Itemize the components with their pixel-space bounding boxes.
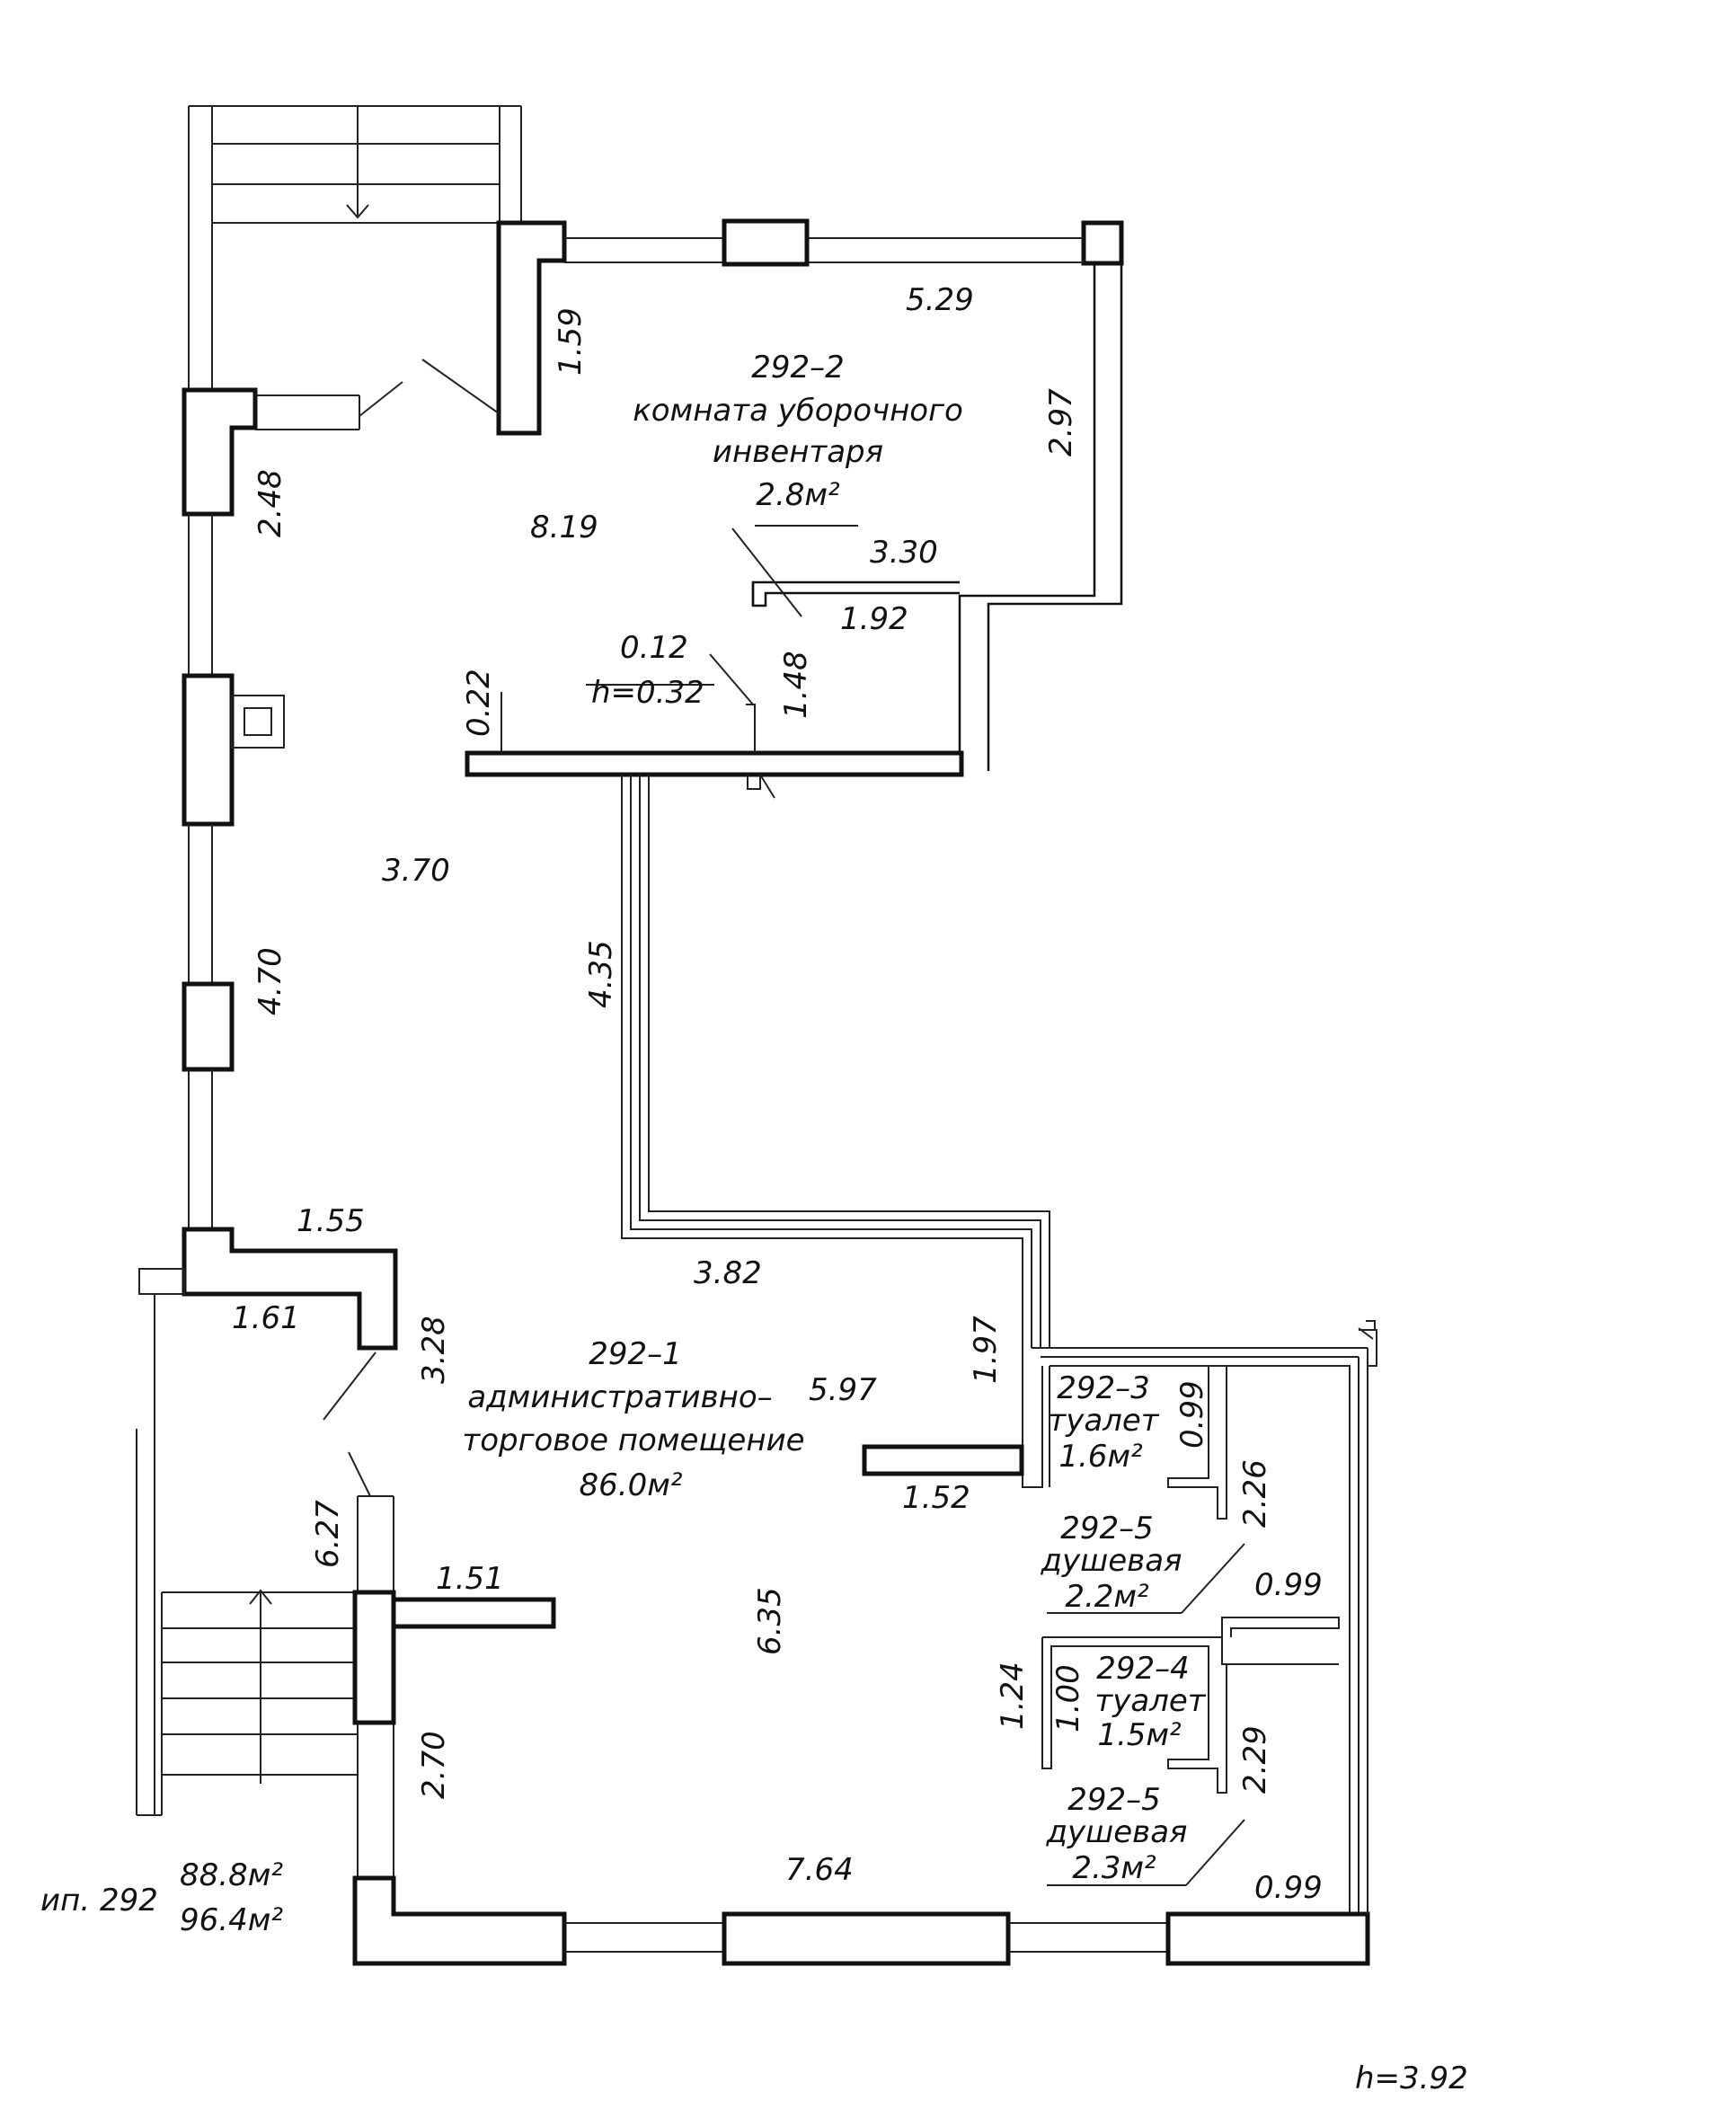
main-room-partitions: [391, 1366, 1050, 1629]
room-name: душевая: [1046, 1814, 1188, 1850]
leader-lines: [586, 525, 1245, 1886]
room-292-3-label: 292–3 туалет 1.6м²: [1048, 1370, 1159, 1475]
total-area-2: 96.4м²: [180, 1902, 283, 1938]
room-292-2-walls: [496, 218, 1124, 771]
vertical-dimension-labels: 1.59 2.97 2.48 1.48 0.22 4.70 4.35 3.28 …: [252, 307, 1273, 1799]
dim-label: 0.99: [1254, 1567, 1323, 1603]
top-staircase: [188, 105, 522, 395]
area-summary: ип. 292 88.8м² 96.4м²: [40, 1857, 283, 1938]
dim-label: 4.35: [583, 940, 619, 1008]
lower-left-wall-stairs: [136, 1294, 396, 1878]
dim-label: 2.97: [1043, 388, 1079, 456]
dim-label: 0.22: [461, 669, 497, 737]
dim-label: 6.35: [752, 1587, 788, 1655]
dim-label: 2.70: [416, 1731, 452, 1799]
dim-label: 3.70: [382, 853, 450, 889]
dim-label: 1.52: [902, 1480, 970, 1516]
room-292-4-label: 292–4 туалет 1.5м²: [1094, 1651, 1206, 1753]
room-name-line1: административно–: [467, 1379, 772, 1415]
room-id: 292–3: [1057, 1370, 1150, 1406]
dim-label: h=0.32: [591, 675, 704, 711]
room-area: 2.3м²: [1072, 1850, 1156, 1886]
dim-label: 5.97: [809, 1372, 877, 1408]
dim-label: 1.48: [778, 651, 814, 719]
dim-label: 0.12: [620, 630, 688, 666]
dimension-labels: 5.29 8.19 3.30 1.92 0.12 h=0.32 3.70 1.5…: [232, 282, 1323, 1906]
dim-label: 2.29: [1237, 1725, 1273, 1794]
room-area: 1.5м²: [1097, 1717, 1182, 1753]
room-name-line2: торговое помещение: [462, 1422, 804, 1458]
dim-label: 3.28: [416, 1316, 452, 1384]
room-292-2-label: 292–2 комната уборочного инвентаря 2.8м²: [633, 350, 963, 513]
room-area: 86.0м²: [580, 1467, 683, 1503]
dim-label: 3.82: [694, 1255, 762, 1291]
dim-label: 6.27: [310, 1500, 346, 1568]
room-name-line1: комната уборочного: [633, 393, 963, 429]
dim-label: 2.48: [252, 469, 288, 537]
room-id: 292–5: [1067, 1782, 1161, 1818]
room-name: душевая: [1041, 1543, 1182, 1579]
room-id: 292–1: [589, 1336, 682, 1372]
room-name: туалет: [1048, 1403, 1159, 1439]
dim-label: 8.19: [530, 510, 598, 545]
dim-label: 1.59: [553, 307, 589, 376]
room-area: 1.6м²: [1058, 1439, 1143, 1475]
unit-label: ип. 292: [40, 1883, 158, 1919]
dim-label: 1.61: [232, 1300, 300, 1336]
dim-label: 1.00: [1050, 1664, 1086, 1733]
bathroom-partitions: [1041, 1366, 1340, 1794]
total-area-1: 88.8м²: [180, 1857, 283, 1893]
dim-label: 1.51: [436, 1561, 504, 1597]
dim-label: 1.24: [995, 1662, 1031, 1730]
dim-label: 1.97: [968, 1316, 1004, 1384]
dim-label: 1.55: [297, 1203, 365, 1239]
room-id: 292–5: [1060, 1511, 1154, 1546]
dim-label: 3.30: [870, 535, 938, 571]
ceiling-height: h=3.92: [1355, 2060, 1468, 2096]
dim-label: 1.92: [840, 601, 908, 637]
dim-label: 0.99: [1254, 1870, 1323, 1906]
dim-label: 5.29: [906, 282, 974, 318]
dim-label: 2.26: [1237, 1459, 1273, 1528]
door-lines: [323, 359, 500, 1497]
room-292-1-label: 292–1 административно– торговое помещени…: [462, 1336, 804, 1503]
interior-partition-top: [465, 653, 964, 799]
room-area: 2.2м²: [1065, 1579, 1149, 1615]
room-id: 292–4: [1096, 1651, 1190, 1687]
room-name: туалет: [1094, 1683, 1206, 1719]
dim-label: 7.64: [785, 1852, 854, 1888]
thin-partition: [621, 775, 1377, 1916]
bottom-exterior-wall: [352, 1689, 1370, 1966]
room-area: 2.8м²: [756, 477, 840, 513]
room-id: 292–2: [751, 350, 845, 385]
room-name-line2: инвентаря: [713, 434, 883, 470]
dim-label: 4.70: [252, 947, 288, 1015]
left-exterior-wall: [138, 387, 398, 1351]
room-292-5b-label: 292–5 душевая 2.3м²: [1046, 1782, 1188, 1886]
dim-label: 0.99: [1174, 1380, 1210, 1449]
room-292-5a-label: 292–5 душевая 2.2м²: [1041, 1511, 1182, 1615]
